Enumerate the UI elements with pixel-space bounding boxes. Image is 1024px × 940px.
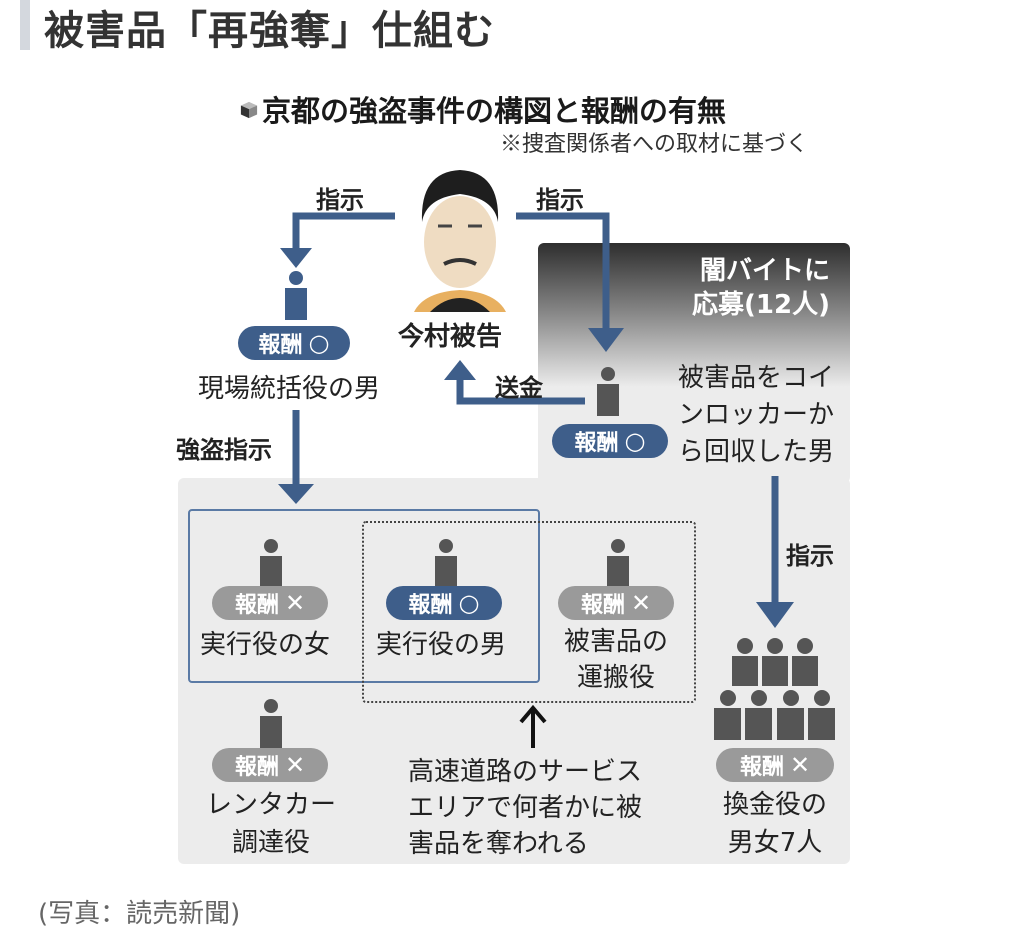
person-icon bbox=[597, 367, 619, 416]
reward-badge-yes: 報酬○ bbox=[238, 326, 350, 360]
arrowhead-robbery-note bbox=[519, 704, 547, 724]
exchangers-label-line: 男女7人 bbox=[727, 828, 823, 858]
circle-mark-icon: ○ bbox=[624, 427, 646, 455]
transport-group-box bbox=[362, 521, 696, 703]
figure-note: ※捜査関係者への取材に基づく bbox=[500, 132, 809, 157]
label-robbery-instruction: 強盗指示 bbox=[176, 436, 272, 464]
exchangers-label-line: 換金役の bbox=[722, 790, 827, 820]
arrow-money-transfer bbox=[456, 378, 585, 405]
label-exchange-instruction: 指示 bbox=[786, 542, 834, 570]
reward-label: 報酬 bbox=[234, 593, 279, 618]
group-people-icon bbox=[714, 638, 835, 740]
arrowhead-right bbox=[588, 328, 624, 352]
collector-label-line: ら回収した男 bbox=[678, 437, 835, 467]
dark-job-label: 闇バイトに 応募(12人) bbox=[680, 254, 830, 322]
reward-badge-no: 報酬✕ bbox=[716, 748, 834, 782]
cross-mark-icon: ✕ bbox=[789, 751, 811, 779]
arrow-left-instruction bbox=[292, 212, 395, 250]
circle-mark-icon: ○ bbox=[308, 329, 330, 357]
arrow-right-instruction bbox=[512, 212, 610, 330]
headline: 被害品「再強奪」仕組む bbox=[44, 8, 495, 54]
transporter-label: 被害品の 運搬役 bbox=[556, 624, 676, 696]
portrait-photo bbox=[404, 164, 516, 312]
reward-badge-yes: 報酬○ bbox=[552, 424, 668, 458]
collector-label-line: ンロッカーか bbox=[678, 400, 835, 430]
reward-label: 報酬 bbox=[580, 593, 625, 618]
person-icon bbox=[260, 699, 282, 748]
rental-car-label-line: レンタカー bbox=[205, 790, 336, 820]
photo-credit: (写真：読売新聞) bbox=[38, 899, 241, 929]
reward-badge-yes: 報酬○ bbox=[386, 586, 502, 620]
central-name: 今村被告 bbox=[398, 322, 503, 352]
cube-icon bbox=[240, 101, 258, 119]
collector-label-line: 被害品をコイ bbox=[678, 363, 835, 393]
circle-mark-icon: ○ bbox=[458, 589, 480, 617]
reward-label: 報酬 bbox=[574, 431, 619, 456]
robbery-note-line: 高速道路のサービス bbox=[408, 757, 643, 787]
reward-badge-no: 報酬✕ bbox=[558, 586, 674, 620]
robbery-note: 高速道路のサービス エリアで何者かに被 害品を奪われる bbox=[408, 754, 642, 862]
label-left-instruction: 指示 bbox=[316, 186, 364, 214]
robbery-note-line: 害品を奪われる bbox=[408, 829, 589, 859]
cross-mark-icon: ✕ bbox=[284, 751, 306, 779]
arrowhead-robbery bbox=[278, 484, 314, 504]
figure-title: 京都の強盗事件の構図と報酬の有無 bbox=[240, 88, 726, 130]
executors-group-box bbox=[188, 509, 540, 683]
reward-label: 報酬 bbox=[739, 755, 784, 780]
executor-woman-label: 実行役の女 bbox=[200, 630, 331, 660]
label-right-instruction: 指示 bbox=[536, 186, 584, 214]
headline-accent-bar bbox=[20, 0, 30, 50]
arrowhead-money bbox=[444, 360, 476, 380]
site-leader-label: 現場統括役の男 bbox=[198, 374, 381, 404]
transporter-label-line: 運搬役 bbox=[576, 663, 655, 693]
dark-job-label-line: 闇バイトに bbox=[699, 256, 830, 286]
person-icon bbox=[260, 539, 282, 588]
cross-mark-icon: ✕ bbox=[284, 589, 306, 617]
figure-title-text: 京都の強盗事件の構図と報酬の有無 bbox=[262, 94, 727, 128]
collector-label: 被害品をコイ ンロッカーか ら回収した男 bbox=[678, 360, 834, 471]
reward-label: 報酬 bbox=[234, 755, 279, 780]
label-money-transfer: 送金 bbox=[495, 374, 543, 402]
person-icon bbox=[607, 539, 629, 588]
person-icon bbox=[435, 539, 457, 588]
arrowhead-left bbox=[280, 248, 312, 268]
dark-job-label-line: 応募(12人) bbox=[692, 290, 830, 320]
robbery-note-line: エリアで何者かに被 bbox=[408, 793, 643, 823]
arrowhead-exchange bbox=[756, 602, 794, 628]
rental-car-label-line: 調達役 bbox=[231, 828, 310, 858]
reward-badge-no: 報酬✕ bbox=[212, 586, 328, 620]
reward-label: 報酬 bbox=[258, 333, 303, 358]
executor-man-label: 実行役の男 bbox=[376, 630, 507, 660]
person-icon bbox=[285, 271, 307, 320]
reward-label: 報酬 bbox=[408, 593, 453, 618]
transporter-label-line: 被害品の bbox=[563, 627, 668, 657]
exchangers-label: 換金役の 男女7人 bbox=[712, 786, 838, 862]
reward-badge-no: 報酬✕ bbox=[212, 748, 328, 782]
cross-mark-icon: ✕ bbox=[630, 589, 652, 617]
rental-car-label: レンタカー 調達役 bbox=[196, 786, 346, 862]
